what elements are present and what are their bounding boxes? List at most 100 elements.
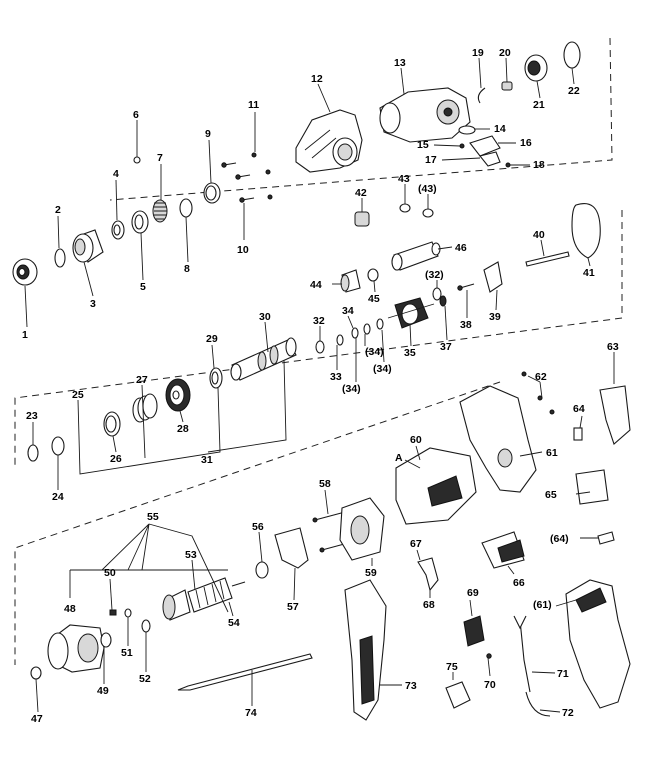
- part-45-drawing: [367, 268, 379, 282]
- part-73-side-handle-drawing: [344, 579, 387, 721]
- label-12: 12: [311, 73, 323, 85]
- label-57: 57: [287, 601, 299, 613]
- label-34c: (34): [365, 346, 384, 358]
- part-28-gear-drawing: [165, 378, 191, 412]
- label-56: 56: [252, 521, 264, 533]
- label-53: 53: [185, 549, 197, 561]
- label-31: 31: [201, 454, 213, 466]
- label-22: 22: [568, 85, 580, 97]
- parts-67-68-spring-drawing: [417, 557, 439, 592]
- label-45: 45: [368, 293, 380, 305]
- label-75: 75: [446, 661, 458, 673]
- label-61: 61: [546, 447, 558, 459]
- part-56-drawing: [255, 561, 269, 579]
- parts-71-72-cord-drawing: [513, 615, 551, 717]
- label-11: 11: [248, 99, 259, 111]
- label-1: 1: [22, 329, 28, 341]
- label-64: 64: [573, 403, 585, 415]
- label-21: 21: [533, 99, 545, 111]
- label-42: 42: [355, 187, 367, 199]
- label-61b: (61): [533, 599, 552, 611]
- part-65-drawing: [575, 469, 609, 505]
- label-18: 18: [533, 159, 545, 171]
- label-69: 69: [467, 587, 479, 599]
- part-5-drawing: [131, 210, 149, 234]
- label-50: 50: [104, 567, 116, 579]
- label-4: 4: [113, 168, 119, 180]
- parts-14-18-switch-drawing: [458, 125, 511, 168]
- label-35: 35: [404, 347, 416, 359]
- label-2: 2: [55, 204, 61, 216]
- label-A: A: [395, 452, 403, 464]
- parts-32-34-washers-drawing: [315, 318, 384, 354]
- label-6: 6: [133, 109, 139, 121]
- part-20-drawing: [501, 81, 513, 91]
- label-7: 7: [157, 152, 163, 164]
- part-27-spring-drawing: [132, 393, 158, 423]
- label-59: 59: [365, 567, 377, 579]
- part-21-drawing: [524, 54, 548, 82]
- label-23: 23: [26, 410, 38, 422]
- label-29: 29: [206, 333, 218, 345]
- label-47: 47: [31, 713, 43, 725]
- leader-lines: [24, 57, 615, 713]
- label-9: 9: [205, 128, 211, 140]
- part-labels: 1 2 3 4 5 6 7 8 9 10 11 12 13 14 15 16 1…: [22, 47, 619, 725]
- label-71: 71: [557, 668, 569, 680]
- label-62: 62: [535, 371, 547, 383]
- part-8-drawing: [179, 198, 193, 218]
- label-25: 25: [72, 389, 84, 401]
- label-43b: (43): [418, 183, 437, 195]
- parts-62-64-drawing: [521, 371, 631, 445]
- parts-49-52-drawing: [100, 608, 151, 648]
- label-33: 33: [330, 371, 342, 383]
- part-23-drawing: [27, 444, 39, 462]
- label-72: 72: [562, 707, 574, 719]
- section-dividers: [14, 37, 623, 665]
- part-22-drawing: [563, 41, 581, 69]
- label-32b: (32): [425, 269, 444, 281]
- label-65: 65: [545, 489, 557, 501]
- part-48-motor-housing-drawing: [47, 624, 105, 673]
- part-12-gear-housing-drawing: [295, 109, 363, 173]
- part-7-drawing: [152, 199, 168, 223]
- part-1-drawing: [12, 258, 38, 286]
- part-57-baffle-drawing: [274, 527, 309, 569]
- label-64b: (64): [550, 533, 569, 545]
- part-74-depth-rod-drawing: [177, 653, 313, 691]
- label-63: 63: [607, 341, 619, 353]
- label-55: 55: [147, 511, 159, 523]
- label-66: 66: [513, 577, 525, 589]
- parts-36-37-drawing: [432, 287, 447, 307]
- part-44-drawing: [340, 269, 361, 293]
- label-52: 52: [139, 673, 151, 685]
- label-67: 67: [410, 538, 422, 550]
- part-40-pin-drawing: [525, 251, 570, 267]
- label-43: 43: [398, 173, 410, 185]
- label-26: 26: [110, 453, 122, 465]
- part-47-drawing: [30, 666, 42, 680]
- label-51: 51: [121, 647, 133, 659]
- label-34d: (34): [373, 363, 392, 375]
- part-69-drawing: [463, 615, 485, 647]
- label-58: 58: [319, 478, 331, 490]
- label-27: 27: [136, 374, 148, 386]
- label-44: 44: [310, 279, 322, 291]
- label-32: 32: [313, 315, 325, 327]
- label-74: 74: [245, 707, 257, 719]
- label-41: 41: [583, 267, 595, 279]
- label-16: 16: [520, 137, 532, 149]
- part-29-drawing: [209, 367, 223, 389]
- part-4-drawing: [111, 220, 125, 240]
- part-42-drawing: [354, 211, 370, 227]
- label-28: 28: [177, 423, 189, 435]
- label-34: 34: [342, 305, 354, 317]
- part-75-drawing: [445, 681, 471, 709]
- label-68: 68: [423, 599, 435, 611]
- part-24-drawing: [51, 436, 65, 456]
- label-40: 40: [533, 229, 545, 241]
- part-2-drawing: [54, 248, 66, 268]
- label-73: 73: [405, 680, 417, 692]
- label-39: 39: [489, 311, 501, 323]
- label-15: 15: [417, 139, 429, 151]
